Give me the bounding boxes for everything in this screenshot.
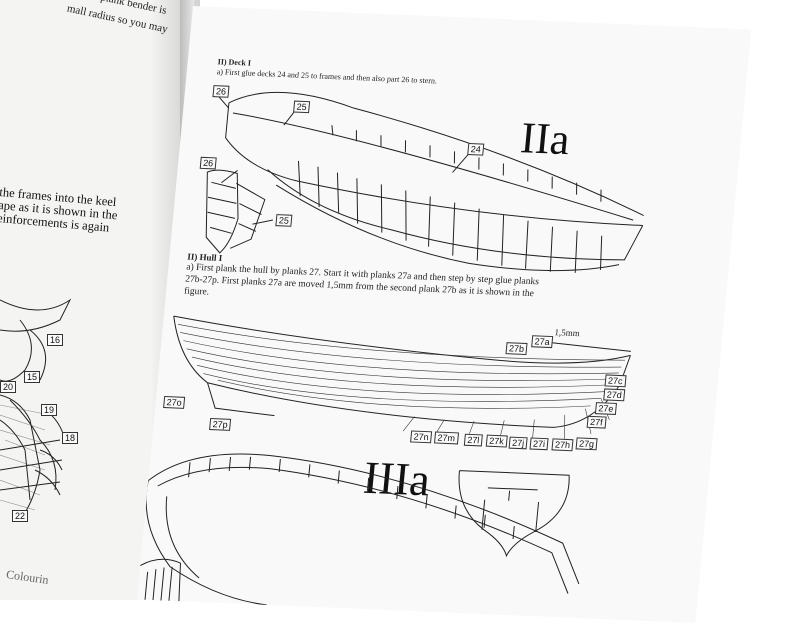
- right-page: II) Deck I a) First glue decks 24 and 25…: [137, 6, 752, 623]
- left-part-label: 15: [24, 371, 41, 383]
- deck-figure-drawing: [205, 91, 644, 273]
- left-part-label: 18: [62, 432, 79, 444]
- left-frame-drawing: [0, 298, 72, 521]
- left-part-label: 19: [41, 404, 58, 416]
- left-part-label: 20: [0, 381, 17, 393]
- left-page: plank bender is mall radius so you may t…: [0, 0, 190, 600]
- left-part-label: 16: [47, 334, 64, 346]
- hull-top-and-section-drawing: [140, 453, 580, 606]
- left-part-label: 22: [12, 510, 29, 522]
